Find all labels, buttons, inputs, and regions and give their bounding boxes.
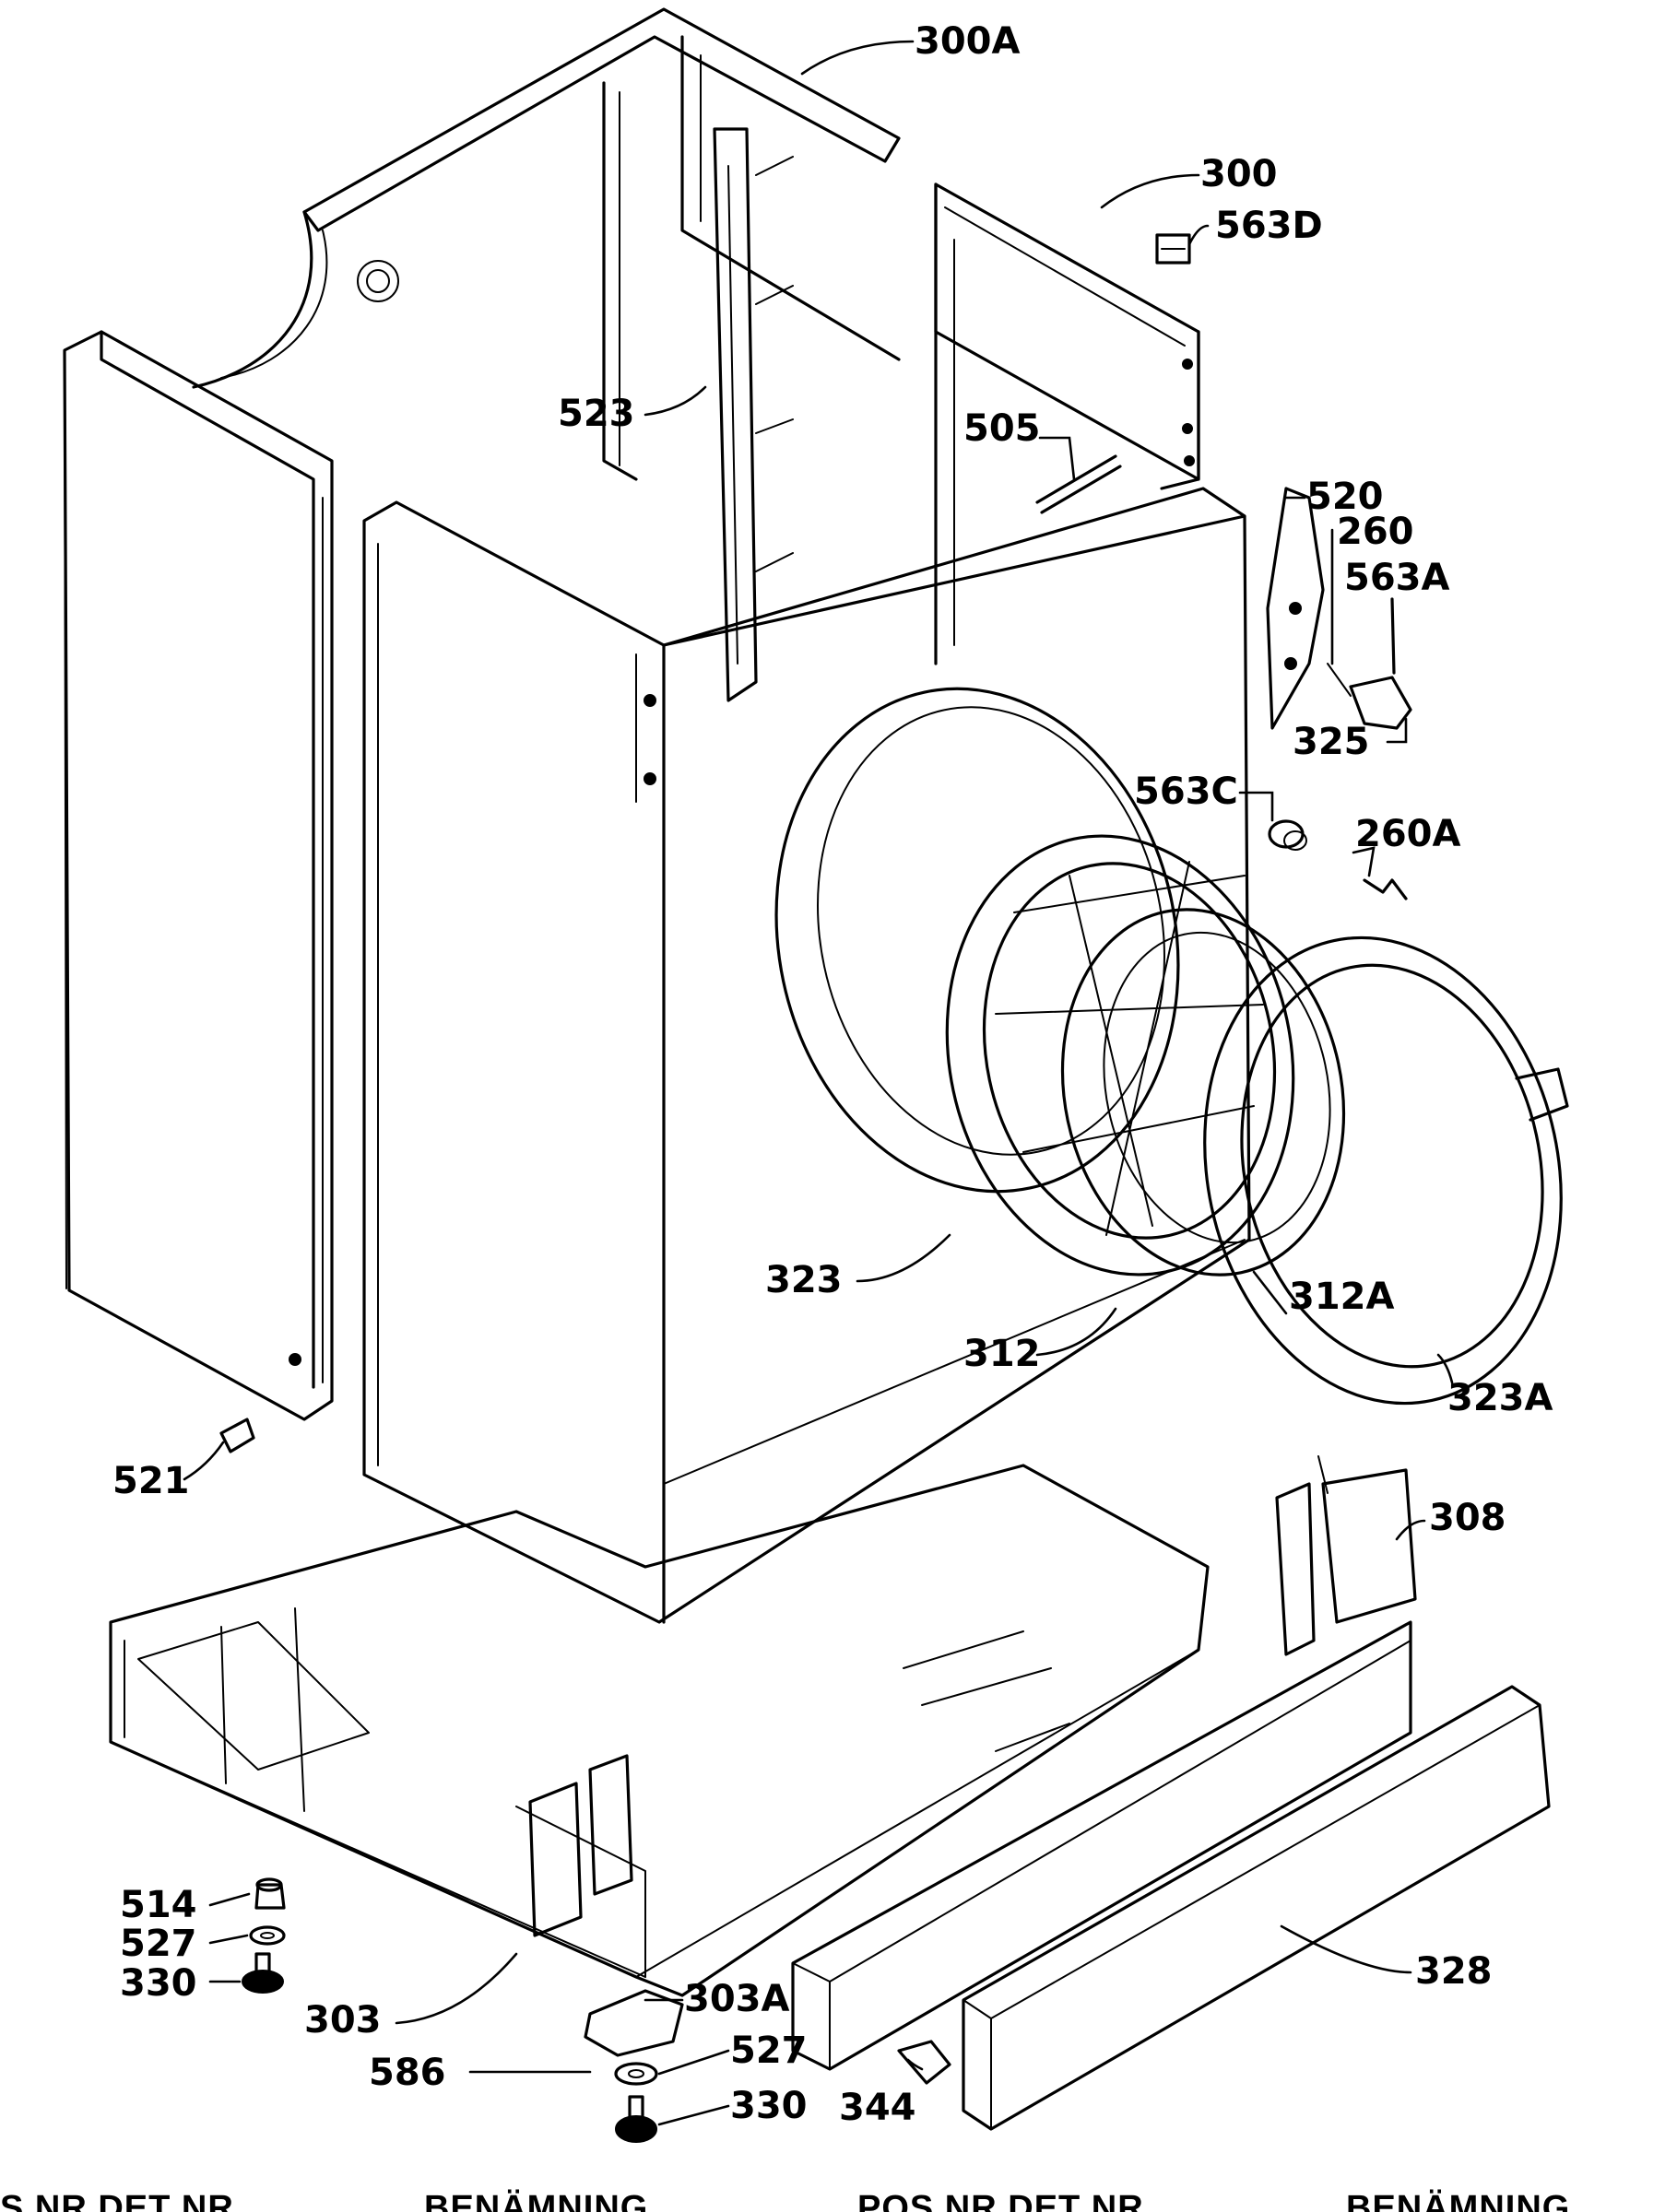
label-563A: 563A (1344, 557, 1449, 599)
kick-plate-328 (962, 1685, 1551, 2131)
header-pos-det-nr-right: POS NR DET NR (857, 2189, 1144, 2212)
label-323A: 323A (1447, 1377, 1553, 1419)
spring-260A (1363, 878, 1408, 900)
header-benamning-right: BENÄMNING (1346, 2188, 1570, 2212)
washer-527-b (614, 2062, 658, 2086)
clip-521 (219, 1418, 255, 1453)
label-300A: 300A (915, 20, 1020, 63)
label-330-left: 330 (120, 1962, 197, 2005)
header-benamning-left: BENÄMNING (424, 2188, 648, 2212)
label-312A: 312A (1289, 1276, 1394, 1318)
door-glass-bowl-312 (1060, 908, 1346, 1277)
label-308: 308 (1429, 1497, 1506, 1539)
cabinet-right-rear-panel (934, 182, 1200, 665)
label-586: 586 (369, 2052, 446, 2094)
screw-330-a (242, 1952, 284, 1994)
cabinet-top-frame (192, 7, 901, 481)
callout-labels: 300A 300 563D 523 505 520 260 563A 325 5… (112, 20, 1553, 2129)
bracket-586 (584, 1989, 684, 2057)
label-514: 514 (120, 1884, 197, 1926)
label-303: 303 (304, 1999, 382, 2041)
label-521: 521 (112, 1460, 190, 1502)
washer-527-a (249, 1925, 286, 1946)
label-260: 260 (1337, 511, 1414, 553)
label-325: 325 (1293, 721, 1370, 763)
pin-563A (1390, 597, 1396, 675)
label-527-right: 527 (730, 2030, 808, 2072)
label-563C: 563C (1134, 771, 1238, 813)
cabinet-door-opening (774, 687, 1180, 1194)
label-520: 520 (1306, 476, 1384, 518)
door-outer-ring-323A (1203, 935, 1569, 1406)
plug-563C (1268, 819, 1307, 851)
front-kick-plate (791, 1620, 1412, 2071)
lock-lever-325 (1327, 663, 1412, 730)
door-hinge-308 (1275, 1455, 1417, 1656)
foot-514 (254, 1877, 286, 1910)
door-frame-323 (945, 834, 1295, 1277)
cabinet-front-panel (362, 487, 1251, 1624)
cabinet-left-side-panel (63, 330, 334, 1421)
base-frame-303 (109, 1464, 1210, 1997)
label-344: 344 (839, 2087, 916, 2129)
label-505: 505 (963, 407, 1041, 450)
label-300: 300 (1200, 153, 1278, 195)
screw-563D (1155, 233, 1191, 265)
label-328: 328 (1415, 1950, 1493, 1993)
label-260A: 260A (1355, 813, 1460, 855)
label-330-right: 330 (730, 2085, 808, 2127)
clip-344 (897, 2040, 951, 2085)
label-527-left: 527 (120, 1923, 197, 1965)
label-303A: 303A (684, 1978, 789, 2020)
label-312: 312 (963, 1333, 1041, 1375)
rail-523 (713, 127, 794, 702)
rod-505 (1035, 454, 1122, 514)
leader-lines (183, 40, 1454, 2126)
header-pos-det-nr-left: S NR DET NR (0, 2189, 234, 2212)
door-lock-bracket-520 (1266, 487, 1325, 730)
label-563D: 563D (1215, 205, 1323, 247)
label-323: 323 (765, 1259, 843, 1301)
label-523: 523 (558, 393, 635, 435)
screw-330-b (615, 2095, 657, 2143)
parts-table-header: S NR DET NR BENÄMNING POS NR DET NR BENÄ… (0, 2188, 1570, 2212)
